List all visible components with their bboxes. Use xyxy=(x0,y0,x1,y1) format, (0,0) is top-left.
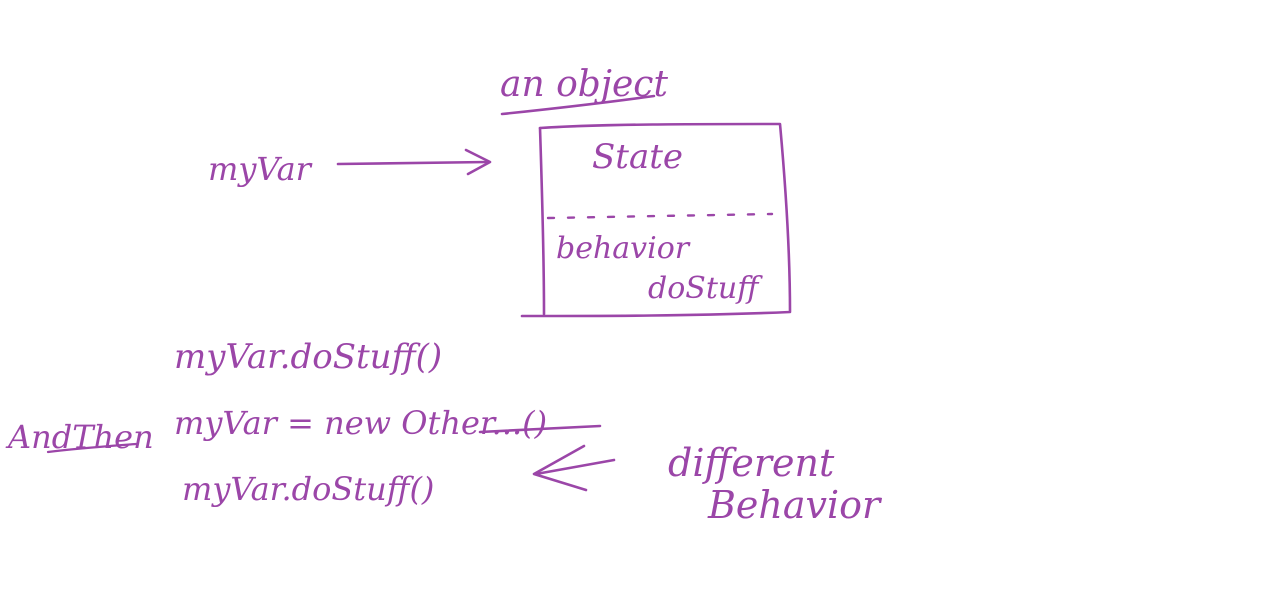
state-label: State xyxy=(592,137,683,177)
and-then-underline xyxy=(46,442,138,454)
object-title-underline xyxy=(500,94,656,116)
second-call-line: myVar.doStuff() xyxy=(182,470,434,508)
different-label: different xyxy=(668,441,835,485)
first-call-line: myVar.doStuff() xyxy=(174,337,442,377)
method-label: doStuff xyxy=(648,271,763,306)
behavior-note-label: Behavior xyxy=(707,483,883,527)
and-then-label: AndThen xyxy=(5,418,154,456)
object-title: an object xyxy=(500,64,668,105)
annotation-arrow-head xyxy=(532,444,588,492)
reference-arrow-head xyxy=(464,148,492,176)
behavior-label: behavior xyxy=(556,231,691,266)
reference-arrow-shaft xyxy=(336,160,490,166)
variable-label: myVar xyxy=(208,150,313,188)
other-underline xyxy=(478,424,602,434)
object-box-outline xyxy=(520,122,792,318)
assignment-line: myVar = new Other...() xyxy=(174,404,547,442)
object-box-left-edge xyxy=(538,126,546,316)
annotation-arrow-shaft xyxy=(534,458,616,476)
state-behavior-divider xyxy=(546,212,774,220)
